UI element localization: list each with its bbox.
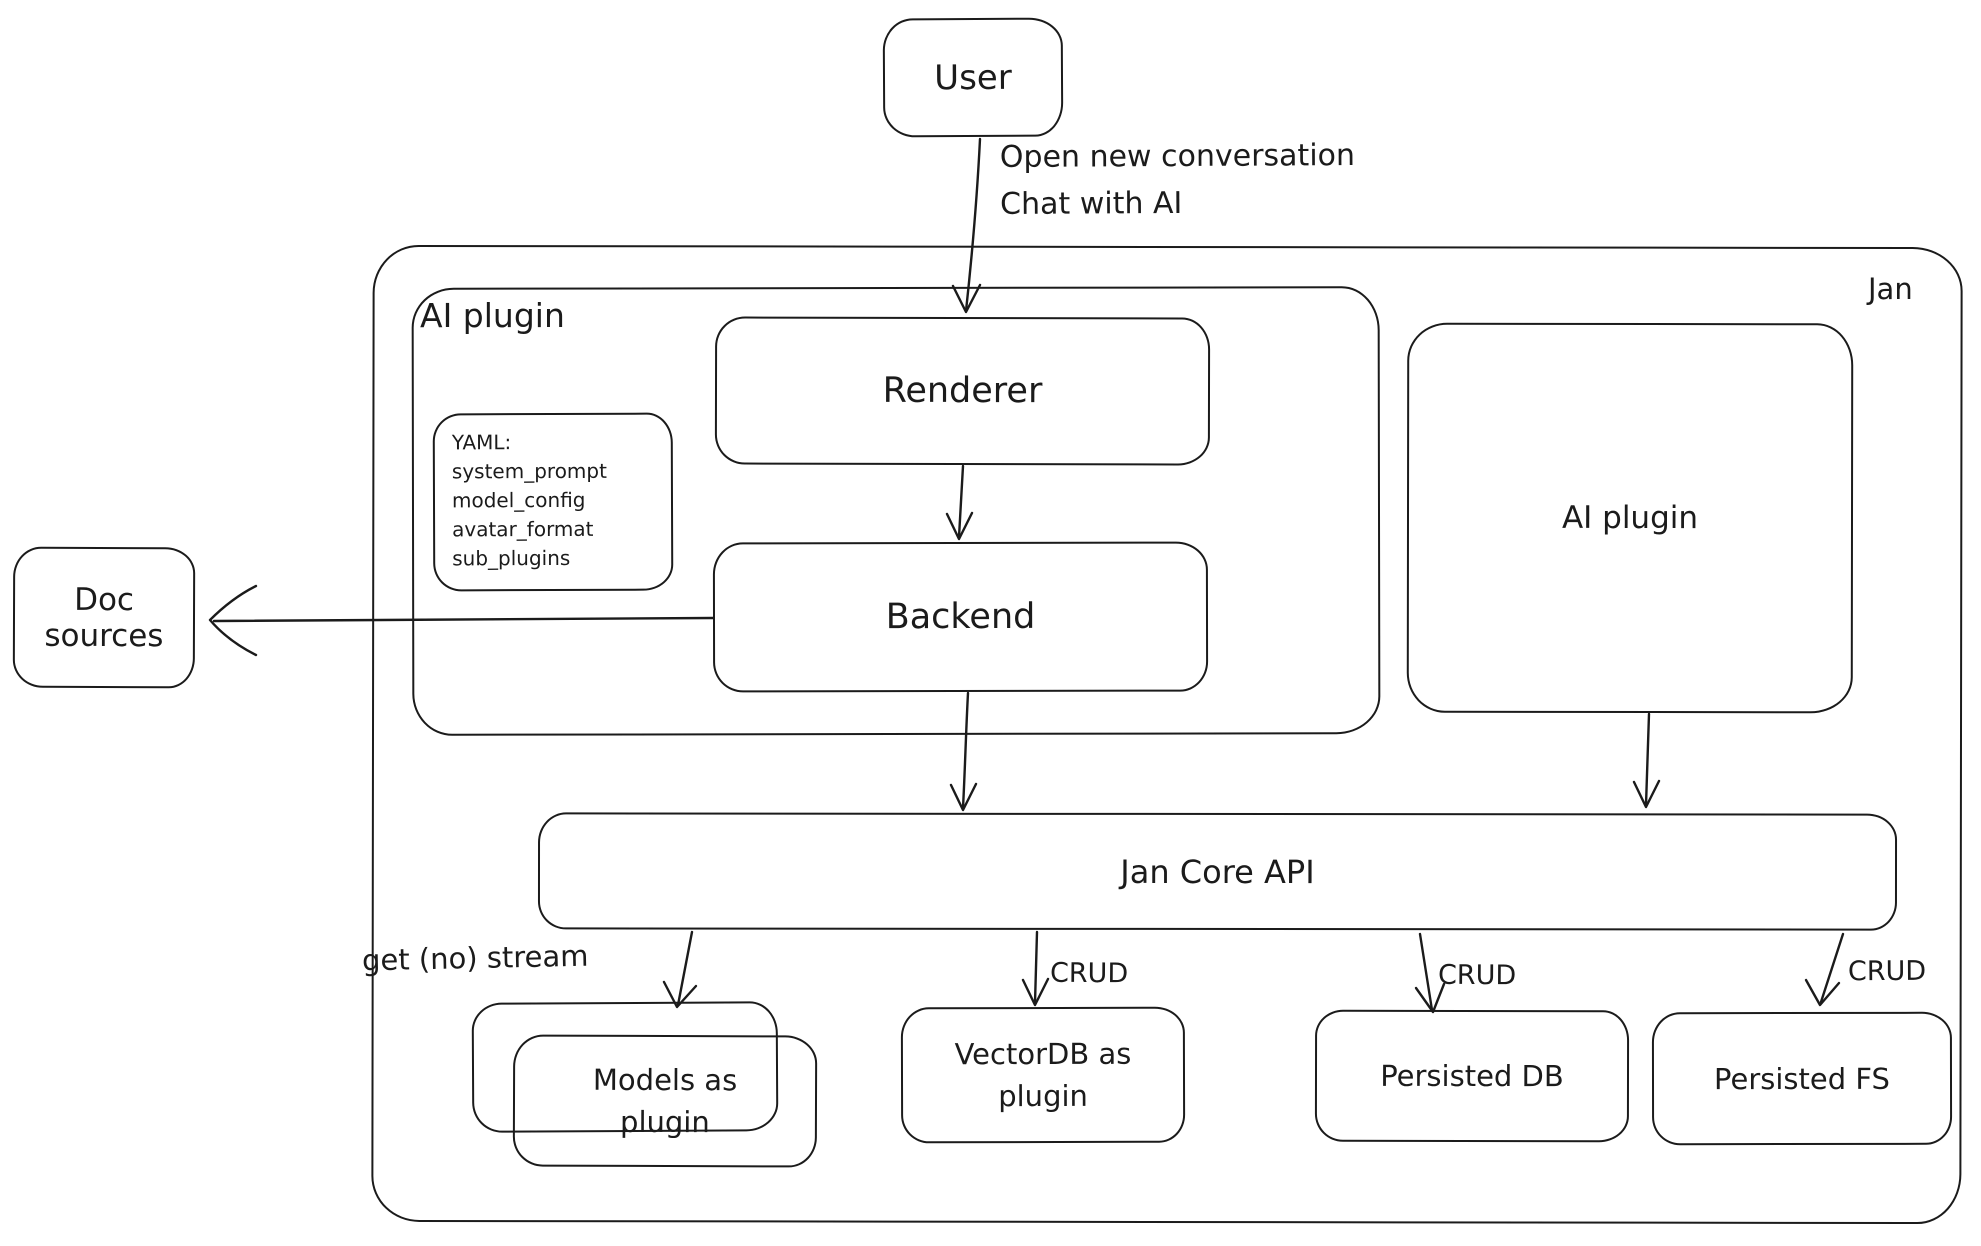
persisted-db-node-label: Persisted DB [1380, 1058, 1564, 1094]
user-arrow-label-line2: Chat with AI [1000, 185, 1183, 222]
crud-label-vectordb: CRUD [1049, 957, 1129, 990]
crud-label-persisted-fs: CRUD [1847, 955, 1927, 988]
yaml-note-line: YAML: [451, 430, 512, 455]
ai-plugin-right-node: AI plugin [1406, 322, 1854, 714]
ai-plugin-container-label: AI plugin [420, 296, 565, 335]
yaml-note-line: model_config [451, 487, 586, 513]
vectordb-label-line2: plugin [998, 1078, 1088, 1114]
jan-core-api-node: Jan Core API [537, 812, 1898, 931]
crud-label-persisted-db: CRUD [1437, 959, 1517, 992]
user-arrow-label-line1: Open new conversation [999, 138, 1356, 175]
jan-core-api-node-label: Jan Core API [1120, 852, 1315, 891]
models-as-plugin-label-line2: plugin [620, 1104, 710, 1140]
models-as-plugin-label-line1: Models as [592, 1062, 738, 1098]
models-as-plugin-node: Models as plugin [512, 1034, 818, 1168]
doc-sources-node-label: Doc sources [44, 581, 164, 654]
user-node: User [882, 17, 1064, 138]
vectordb-as-plugin-node: VectorDB as plugin [900, 1006, 1186, 1144]
yaml-note-line: avatar_format [452, 516, 594, 542]
doc-sources-node: Doc sources [12, 546, 196, 689]
backend-node: Backend [712, 541, 1209, 693]
renderer-node: Renderer [714, 316, 1211, 466]
yaml-note-line: system_prompt [451, 458, 607, 484]
persisted-db-node: Persisted DB [1314, 1009, 1630, 1143]
yaml-note-node: YAML: system_prompt model_config avatar_… [432, 412, 674, 592]
user-arrow-label: Open new conversation Chat with AI [1000, 132, 1356, 228]
user-node-label: User [934, 57, 1012, 98]
renderer-node-label: Renderer [882, 370, 1043, 412]
ai-plugin-right-node-label: AI plugin [1561, 499, 1699, 537]
persisted-fs-node-label: Persisted FS [1714, 1061, 1890, 1096]
get-no-stream-label: get (no) stream [361, 938, 589, 978]
backend-node-label: Backend [885, 596, 1036, 638]
yaml-note-line: sub_plugins [452, 545, 571, 571]
jan-container-label: Jan [1868, 272, 1913, 306]
persisted-fs-node: Persisted FS [1651, 1011, 1953, 1146]
vectordb-label-line1: VectorDB as [954, 1036, 1132, 1072]
